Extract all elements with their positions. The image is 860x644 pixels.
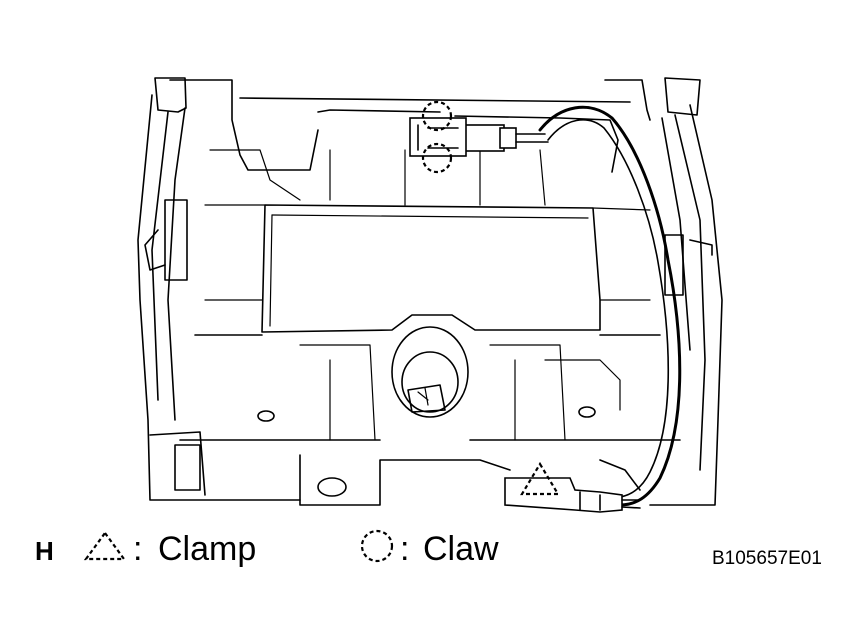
triangle-dashed-icon — [83, 531, 127, 561]
claw-separator: : — [400, 530, 409, 568]
seat-frame — [137, 77, 723, 506]
view-label: H — [35, 536, 54, 566]
figure-code: B105657E01 — [712, 548, 822, 569]
clamp-separator: : — [133, 530, 142, 568]
seat-sensor — [391, 326, 469, 418]
wire-harness — [409, 105, 682, 513]
claw-marker — [421, 100, 453, 174]
circle-dashed-icon — [360, 529, 394, 563]
legend: H : Clamp : Claw B105657E01 — [35, 529, 822, 569]
claw-label: Claw — [423, 530, 499, 568]
clamp-marker — [520, 461, 560, 496]
clamp-label: Clamp — [158, 530, 256, 568]
